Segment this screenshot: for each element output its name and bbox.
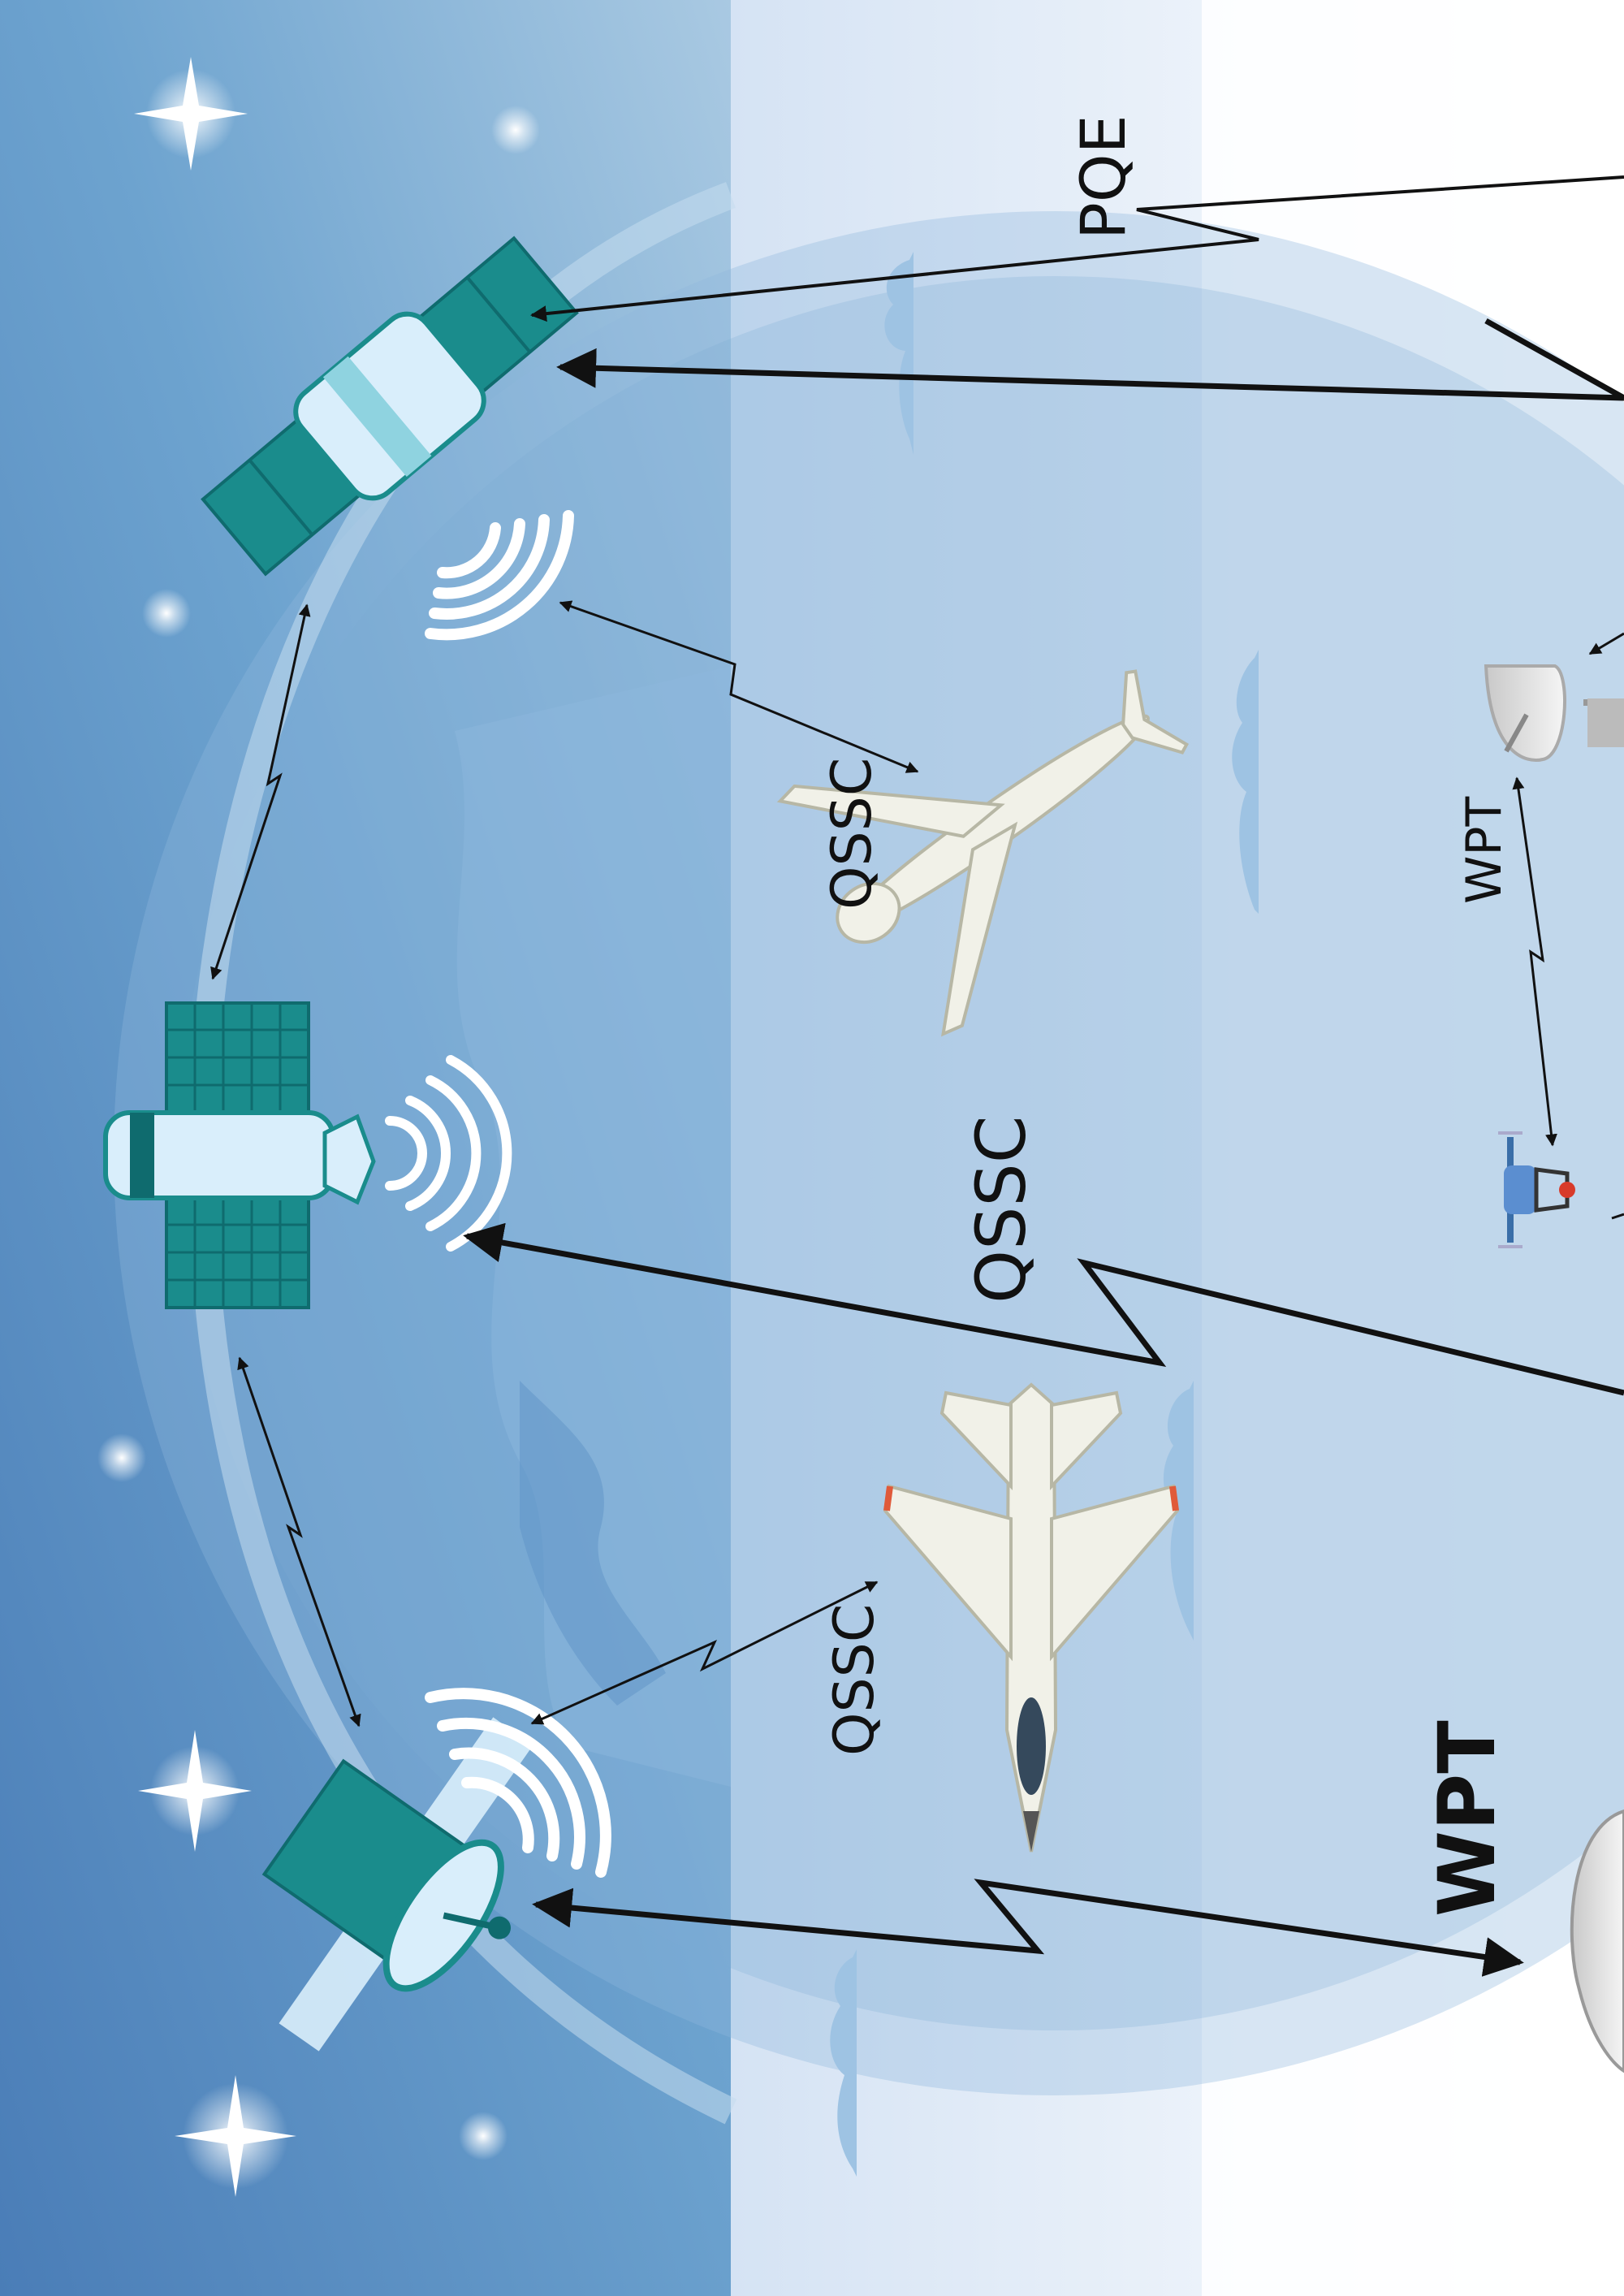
- star-icon: [97, 1433, 146, 1482]
- satellite-icon: [261, 1717, 533, 2052]
- label-wpt-small: WPT: [1456, 796, 1513, 904]
- cloud-icon: [1232, 650, 1259, 914]
- star-icon: [142, 589, 191, 638]
- fighter-jet-icon: [883, 1382, 1180, 1853]
- signal-waves-icon: [425, 510, 574, 641]
- label-qssc-main: QSSC: [961, 1116, 1041, 1304]
- wpt-large-link: [532, 1879, 1524, 1977]
- pqe-link: [530, 175, 1624, 322]
- label-qssc-jet: QSSC: [823, 1604, 887, 1756]
- drone-aircraft-icon: [776, 669, 1190, 1037]
- cloud-icon: [884, 252, 914, 455]
- star-icon: [134, 57, 248, 171]
- wpt-small-link: [1512, 776, 1557, 1147]
- label-wpt-large: WPT: [1422, 1720, 1513, 1917]
- label-pqe: PQE: [1067, 115, 1139, 240]
- signal-waves-icon: [425, 1688, 611, 1878]
- inter-satellite-link: [210, 603, 361, 1727]
- ground-station-dish-icon: [1570, 1809, 1624, 2073]
- star-icon: [491, 106, 540, 154]
- star-icon: [138, 1730, 252, 1852]
- satellite-icon: [103, 1001, 376, 1309]
- jet-satellite-link: [530, 1580, 879, 1725]
- star-icon: [175, 2075, 296, 2197]
- cloud-icon: [830, 1949, 857, 2177]
- communication-links: [463, 175, 1624, 1977]
- qssc-main-link: [463, 1222, 1624, 1396]
- radar-dish-icon: [1484, 664, 1624, 762]
- star-icon: [459, 2112, 508, 2160]
- satellite-icon: [201, 236, 579, 577]
- ground-satellite-link: [560, 318, 1624, 398]
- drone-satellite-link: [559, 600, 919, 773]
- quadcopter-icon: [1498, 1131, 1575, 1248]
- label-qssc-drone: QSSC: [820, 758, 884, 910]
